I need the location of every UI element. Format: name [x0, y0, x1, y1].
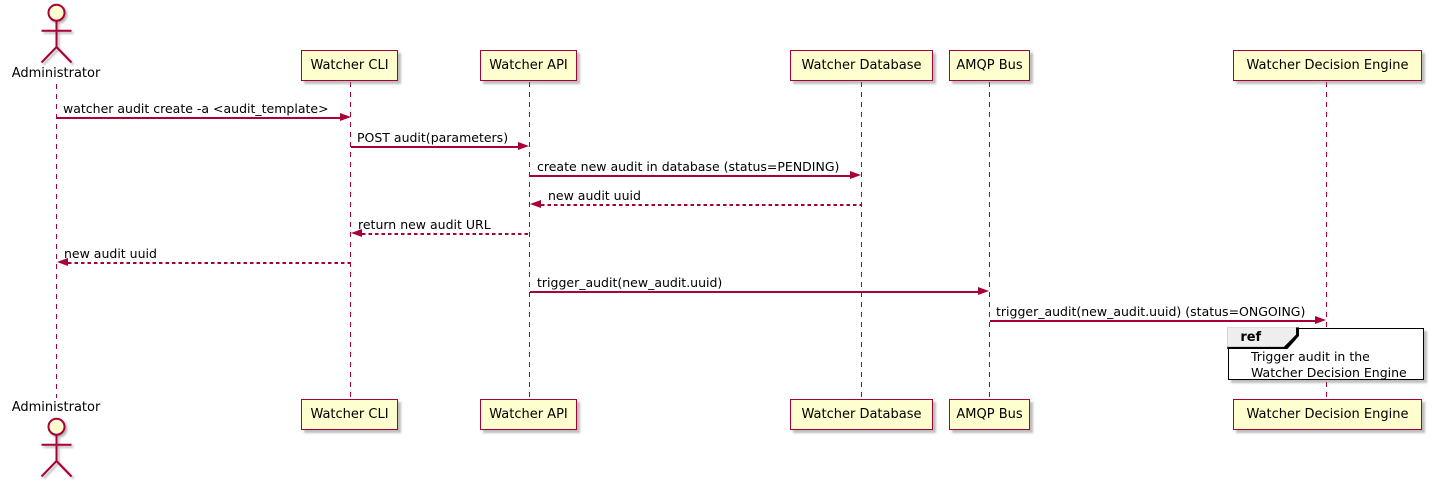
message-1-line	[57, 117, 341, 119]
message-4-label: new audit uuid	[548, 188, 641, 203]
participant-watcher-cli-bottom: Watcher CLI	[301, 399, 398, 430]
message-3-label: create new audit in database (status=PEN…	[537, 159, 840, 174]
ref-text-line1: Trigger audit in the	[1251, 349, 1370, 364]
message-4-line	[541, 204, 862, 206]
message-4-arrowhead-icon	[530, 200, 541, 208]
message-8-arrowhead-icon	[1315, 316, 1326, 324]
actor-label-top: Administrator	[11, 66, 101, 81]
message-6-line	[68, 262, 351, 264]
administrator-actor-icon	[40, 417, 73, 478]
participant-amqp-bus-top: AMQP Bus	[949, 50, 1030, 81]
participant-watcher-api-top: Watcher API	[480, 50, 577, 81]
ref-text-line2: Watcher Decision Engine	[1251, 365, 1407, 380]
ref-keyword: ref	[1227, 327, 1297, 347]
actor-label-bottom: Administrator	[11, 400, 101, 415]
participant-amqp-bus-bottom: AMQP Bus	[949, 399, 1030, 430]
message-7-arrowhead-icon	[978, 287, 989, 295]
message-5-arrowhead-icon	[351, 229, 362, 237]
message-1-arrowhead-icon	[340, 113, 351, 121]
message-6-label: new audit uuid	[64, 246, 157, 261]
message-2-arrowhead-icon	[518, 142, 529, 150]
participant-watcher-decision-engine-top: Watcher Decision Engine	[1233, 50, 1422, 81]
message-7-label: trigger_audit(new_audit.uuid)	[537, 275, 723, 290]
lifeline-watcher-cli	[349, 82, 352, 398]
message-2-label: POST audit(parameters)	[357, 130, 509, 145]
participant-watcher-decision-engine-bottom: Watcher Decision Engine	[1233, 399, 1422, 430]
message-5-label: return new audit URL	[358, 217, 491, 232]
message-1-label: watcher audit create -a <audit_template>	[63, 101, 329, 116]
message-6-arrowhead-icon	[57, 258, 68, 266]
lifeline-amqp-bus	[988, 82, 991, 398]
message-3-arrowhead-icon	[850, 171, 861, 179]
message-2-line	[351, 146, 519, 148]
message-3-line	[530, 175, 851, 177]
participant-watcher-api-bottom: Watcher API	[480, 399, 577, 430]
message-8-label: trigger_audit(new_audit.uuid) (status=ON…	[996, 304, 1306, 319]
lifeline-watcher-decision-engine	[1325, 82, 1328, 398]
administrator-actor-icon	[40, 3, 73, 64]
participant-watcher-database-top: Watcher Database	[790, 50, 933, 81]
participant-watcher-cli-top: Watcher CLI	[301, 50, 398, 81]
message-8-line	[990, 320, 1316, 322]
lifeline-watcher-api	[528, 82, 531, 398]
message-5-line	[362, 233, 530, 235]
message-7-line	[530, 291, 979, 293]
participant-watcher-database-bottom: Watcher Database	[790, 399, 933, 430]
ref-fragment: ref Trigger audit in the Watcher Decisio…	[1227, 327, 1424, 380]
lifeline-administrator	[55, 84, 58, 398]
lifeline-watcher-database	[860, 82, 863, 398]
